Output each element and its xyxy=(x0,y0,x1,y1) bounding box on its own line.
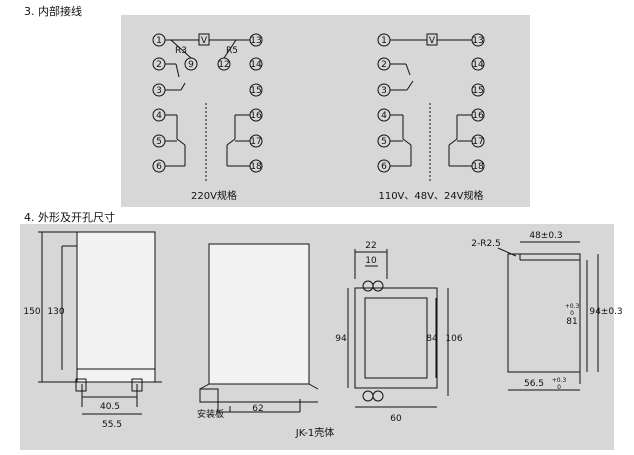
terminal-label-2-right: 2 xyxy=(381,60,387,70)
dim-40-5: 40.5 xyxy=(100,402,120,412)
dim-55-5: 55.5 xyxy=(102,420,122,430)
outline-diagram: 150 130 40.5 55.5 62 22 10 94 84 106 60 … xyxy=(23,231,622,439)
caption-220v: 220V规格 xyxy=(191,189,237,202)
wiring-panel: 1 2 3 4 5 6 13 14 15 16 17 18 9 12 V R3 … xyxy=(121,15,530,207)
terminal-label-18-right: 18 xyxy=(472,162,484,172)
terminal-14-right xyxy=(471,57,485,71)
resistor-label-r5: R5 xyxy=(226,46,238,56)
label-mount-plate: 安装板 xyxy=(197,408,224,420)
terminal-14 xyxy=(249,57,263,71)
terminal-label-9: 9 xyxy=(188,60,194,70)
terminal-label-17: 17 xyxy=(250,137,261,147)
dim-2-r2-5: 2-R2.5 xyxy=(471,239,501,249)
dim-81-tol: +0.3 xyxy=(565,303,580,310)
terminal-label-17-right: 17 xyxy=(472,137,483,147)
terminal-15 xyxy=(249,83,263,97)
dim-60: 60 xyxy=(390,414,402,424)
outline-panel: 150 130 40.5 55.5 62 22 10 94 84 106 60 … xyxy=(20,224,623,450)
dim-94: 94 xyxy=(335,334,347,344)
dim-106: 106 xyxy=(445,334,462,344)
dim-56-5-tol: +0.3 xyxy=(552,377,567,384)
terminal-label-4: 4 xyxy=(156,111,162,121)
terminal-label-13-right: 13 xyxy=(472,36,483,46)
dim-10: 10 xyxy=(365,256,377,266)
section-title-internal-wiring: 3. 内部接线 xyxy=(24,5,82,18)
terminal-label-3-right: 3 xyxy=(381,86,387,96)
terminal-15-right xyxy=(471,83,485,97)
terminal-label-14: 14 xyxy=(250,60,262,70)
dim-84: 84 xyxy=(426,334,438,344)
resistor-label-r3: R3 xyxy=(175,46,187,56)
terminal-label-12: 12 xyxy=(218,60,229,70)
dim-81: 81 xyxy=(566,317,577,327)
section-title-outline: 4. 外形及开孔尺寸 xyxy=(24,211,115,224)
terminal-label-15: 15 xyxy=(250,86,261,96)
terminal-label-6: 6 xyxy=(156,162,162,172)
dim-56-5: 56.5 xyxy=(524,379,544,389)
terminal-label-3: 3 xyxy=(156,86,162,96)
wiring-diagram: 1 2 3 4 5 6 13 14 15 16 17 18 9 12 V R3 … xyxy=(130,21,485,202)
terminal-label-1: 1 xyxy=(156,36,162,46)
panel-front-inner xyxy=(364,297,428,379)
terminal-label-1-right: 1 xyxy=(381,36,387,46)
outline-caption: JK-1壳体 xyxy=(295,426,334,439)
terminal-label-6-right: 6 xyxy=(381,162,387,172)
caption-110v: 110V、48V、24V规格 xyxy=(378,189,483,202)
terminal-label-16-right: 16 xyxy=(472,111,484,121)
terminal-label-13: 13 xyxy=(250,36,261,46)
dim-130: 130 xyxy=(47,307,64,317)
side-view-body xyxy=(208,243,310,385)
terminal-label-14-right: 14 xyxy=(472,60,484,70)
terminal-label-5-right: 5 xyxy=(381,137,387,147)
terminal-label-4-right: 4 xyxy=(381,111,387,121)
terminal-label-2: 2 xyxy=(156,60,162,70)
terminal-label-18: 18 xyxy=(250,162,262,172)
panel-front-outer xyxy=(354,287,438,389)
meter-label-right: V xyxy=(429,36,436,46)
front-view-body xyxy=(76,231,156,383)
dim-150: 150 xyxy=(23,307,40,317)
meter-label-left: V xyxy=(201,36,208,46)
dim-22: 22 xyxy=(365,241,376,251)
terminal-label-16: 16 xyxy=(250,111,262,121)
terminal-label-15-right: 15 xyxy=(472,86,483,96)
dim-48: 48±0.3 xyxy=(529,231,562,241)
dim-81-tol0: 0 xyxy=(570,310,574,317)
dim-94b: 94±0.3 xyxy=(589,307,622,317)
dim-56-5-tol0: 0 xyxy=(557,384,561,391)
terminal-label-5: 5 xyxy=(156,137,162,147)
dim-62: 62 xyxy=(252,404,263,414)
